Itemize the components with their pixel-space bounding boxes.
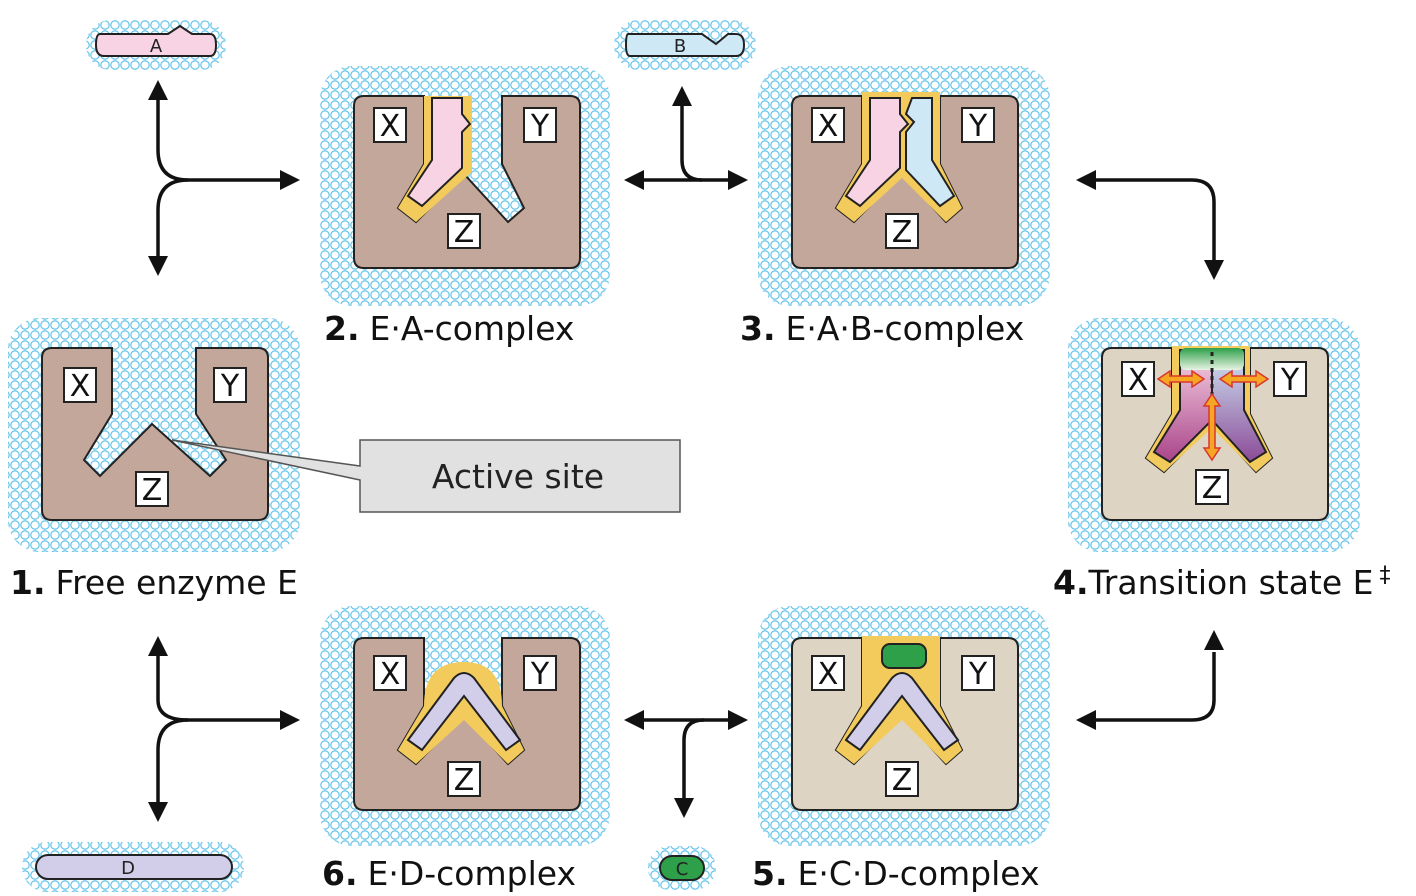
arrow-1-6 [156, 654, 282, 722]
state-4-enzyme: X Y Z [1068, 318, 1360, 552]
state-5-enzyme: X Y Z [758, 606, 1050, 846]
arrowheads [148, 80, 1224, 822]
state-2-site-z: Z [454, 215, 475, 250]
arrowhead-down-c [674, 798, 694, 818]
state-6-site-x: X [380, 657, 401, 692]
state-1-site-y: Y [220, 369, 240, 404]
arrowhead-left-3 [1076, 170, 1096, 190]
arrow-4-5 [1092, 652, 1216, 722]
arrowhead-left-6 [624, 710, 644, 730]
state-2-site-y: Y [530, 109, 550, 144]
state-4-superscript: ‡ [1380, 563, 1391, 588]
state-2-number: 2. [324, 309, 360, 348]
substrate-b: B [614, 20, 756, 70]
state-1-enzyme: X Y Z [8, 318, 300, 552]
state-6-label: E·D-complex [368, 854, 577, 893]
state-5-site-y: Y [968, 657, 988, 692]
arrowhead-down-4 [1204, 260, 1224, 280]
arrow-3-4 [1092, 178, 1216, 260]
arrow-2-to-1 [156, 178, 189, 258]
state-5-site-z: Z [892, 763, 913, 798]
arrowhead-right-2 [280, 170, 300, 190]
state-4-site-z: Z [1202, 471, 1223, 506]
arrowhead-up-4 [1204, 630, 1224, 650]
state-3-site-x: X [818, 109, 839, 144]
state-5-site-x: X [818, 657, 839, 692]
arrow-a-to-2 [156, 96, 282, 182]
arrow-b-branch [680, 102, 703, 182]
substrate-b-label: B [674, 36, 686, 57]
state-4-site-x: X [1128, 363, 1149, 398]
arrowhead-down-1 [148, 256, 168, 276]
state-2-caption: 2. E·A-complex [324, 309, 574, 348]
arrowhead-right-3 [728, 170, 748, 190]
state-5-label: E·C·D-complex [798, 854, 1040, 893]
product-d: D [22, 842, 244, 892]
state-1-label: Free enzyme E [56, 563, 298, 602]
substrate-a-label: A [150, 36, 163, 57]
state-3-label: E·A·B-complex [786, 309, 1025, 348]
state-6-site-y: Y [530, 657, 550, 692]
arrowhead-up-a [148, 80, 168, 100]
product-d-label: D [121, 858, 135, 879]
state-1-site-z: Z [142, 473, 163, 508]
arrow-c-branch [682, 718, 705, 800]
product-c-label: C [676, 859, 689, 880]
arrowhead-right-6 [280, 710, 300, 730]
state-2-site-x: X [380, 109, 401, 144]
state-4-label: Transition state E [1088, 563, 1374, 602]
state-1-caption: 1. Free enzyme E [10, 563, 298, 602]
arrow-d-branch [156, 718, 189, 804]
state-6-enzyme: X Y Z [320, 606, 610, 846]
state-2-enzyme: X Y Z [320, 66, 610, 306]
arrowhead-up-1 [148, 636, 168, 656]
arrowhead-down-d [148, 802, 168, 822]
state-4-number: 4. [1053, 563, 1089, 602]
active-site-label: Active site [432, 457, 604, 496]
state-6-site-z: Z [454, 763, 475, 798]
state-1-site-x: X [70, 369, 91, 404]
arrowhead-left-5 [1076, 710, 1096, 730]
state-6-caption: 6. E·D-complex [322, 854, 576, 893]
state-3-number: 3. [740, 309, 776, 348]
state-3-site-y: Y [968, 109, 988, 144]
arrowhead-up-b [672, 86, 692, 106]
arrowhead-left-2 [624, 170, 644, 190]
active-site-callout: Active site [171, 439, 681, 513]
state-4-site-y: Y [1280, 363, 1300, 398]
state-6-number: 6. [322, 854, 358, 893]
state-1-number: 1. [10, 563, 46, 602]
reaction-arrows [156, 96, 1216, 804]
state-3-site-z: Z [892, 215, 913, 250]
state-4-caption: 4.Transition state E‡ [1053, 563, 1391, 602]
state-5-number: 5. [752, 854, 788, 893]
arrowhead-right-5 [728, 710, 748, 730]
state-5-caption: 5. E·C·D-complex [752, 854, 1040, 893]
state-2-label: E·A-complex [370, 309, 575, 348]
state-3-enzyme: X Y Z [758, 66, 1050, 306]
product-c: C [648, 846, 716, 890]
substrate-a: A [86, 20, 226, 70]
state-3-caption: 3. E·A·B-complex [740, 309, 1024, 348]
interaction-arrows [1156, 369, 1270, 462]
